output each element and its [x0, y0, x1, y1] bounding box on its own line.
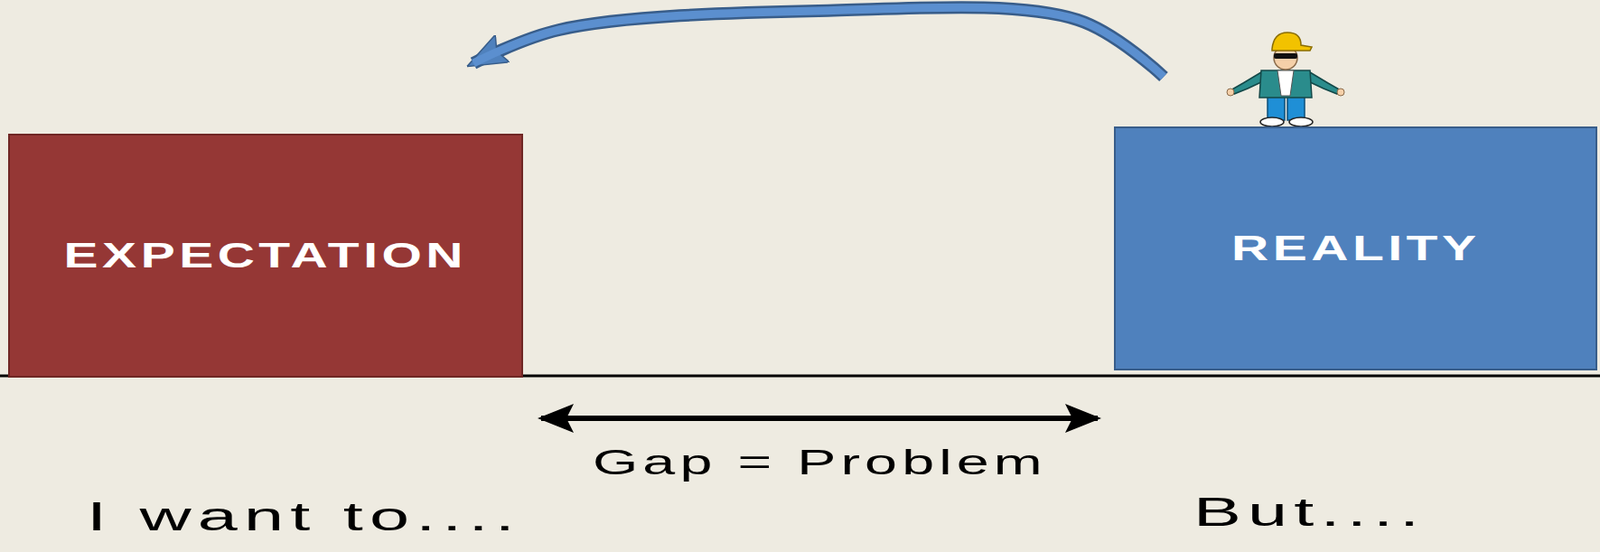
box-title: REALITY [1231, 231, 1480, 266]
person-shoe [1260, 117, 1284, 127]
box-title: EXPECTATION [64, 238, 468, 273]
person-sleeve [1230, 72, 1264, 94]
person-sunglasses [1273, 53, 1298, 59]
person-sleeve [1308, 72, 1341, 94]
caption-text: But.... [1193, 492, 1426, 533]
process-box: REALITY [1113, 126, 1598, 371]
connectors [473, 7, 1164, 419]
person-cap [1272, 32, 1312, 51]
person-shoe [1289, 117, 1313, 127]
caption-text: I want to.... [86, 496, 522, 537]
connector-group [541, 418, 1098, 420]
person-figure [1226, 32, 1345, 127]
gap-arrow [541, 415, 1098, 422]
person-hand [1226, 88, 1235, 96]
process-box: EXPECTATION [8, 133, 524, 378]
edge-label: Gap = Problem [592, 445, 1048, 480]
person-hand [1337, 88, 1345, 96]
curved-arrow-highlight [473, 7, 1164, 77]
person-shirt [1277, 70, 1294, 96]
person-jacket [1259, 70, 1312, 98]
curved-arrow [473, 7, 1164, 77]
connector-group [473, 7, 1164, 77]
